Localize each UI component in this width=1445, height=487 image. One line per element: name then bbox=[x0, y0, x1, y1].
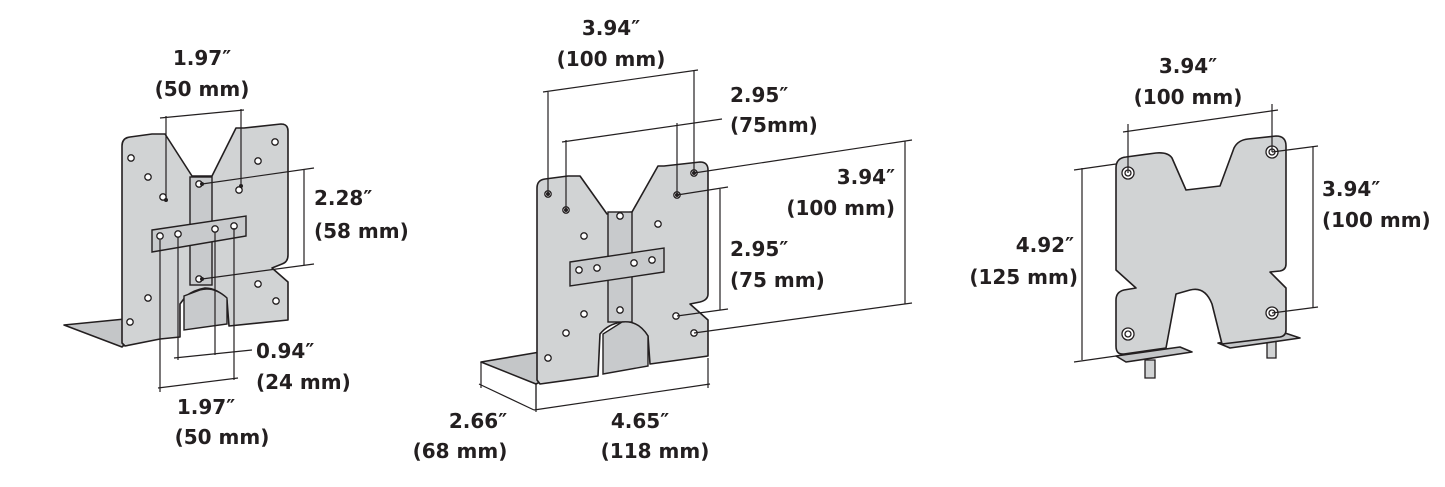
middle-bracket: 3.94″ (100 mm) 2.95″ (75mm) 3.94″ (100 m… bbox=[413, 16, 913, 463]
right-height-mm: (125 mm) bbox=[969, 265, 1078, 289]
middle-depth-in: 2.66″ bbox=[449, 409, 507, 433]
middle-inner-height-mm: (75 mm) bbox=[730, 268, 825, 292]
middle-inner-width-in: 2.95″ bbox=[730, 83, 788, 107]
right-bracket-plate bbox=[1115, 135, 1287, 355]
right-width-mm: (100 mm) bbox=[1134, 85, 1243, 109]
middle-bracket-slot bbox=[602, 321, 649, 375]
right-width-in: 3.94″ bbox=[1159, 54, 1217, 78]
left-bottom-width-mm: (50 mm) bbox=[175, 425, 270, 449]
left-height-in: 2.28″ bbox=[314, 186, 372, 210]
right-bracket-shelf-left bbox=[1115, 346, 1193, 363]
left-height-mm: (58 mm) bbox=[314, 219, 409, 243]
right-height-in: 4.92″ bbox=[1016, 233, 1074, 257]
middle-outer-width-mm: (100 mm) bbox=[557, 47, 666, 71]
left-bracket-slot bbox=[183, 288, 228, 331]
left-top-width-in: 1.97″ bbox=[173, 46, 231, 70]
middle-outer-height-mm: (100 mm) bbox=[786, 196, 895, 220]
left-bottom-width-in: 1.97″ bbox=[177, 395, 235, 419]
right-hole-height-mm: (100 mm) bbox=[1322, 208, 1431, 232]
left-bracket-dimension-lines bbox=[157, 109, 315, 392]
middle-base-width-in: 4.65″ bbox=[611, 409, 669, 433]
left-bracket: 1.97″ (50 mm) 2.28″ (58 mm) 0.94″ (24 mm… bbox=[63, 46, 409, 449]
middle-inner-width-mm: (75mm) bbox=[730, 113, 818, 137]
middle-bracket-shelf bbox=[480, 351, 541, 385]
middle-inner-height-in: 2.95″ bbox=[730, 237, 788, 261]
middle-bracket-dimension-lines bbox=[478, 69, 913, 412]
middle-outer-height-in: 3.94″ bbox=[837, 165, 895, 189]
middle-outer-width-in: 3.94″ bbox=[582, 16, 640, 40]
left-bracket-crossbar bbox=[151, 215, 247, 253]
middle-bracket-dim-markers bbox=[546, 171, 696, 212]
right-bracket-dimension-lines bbox=[1073, 104, 1319, 363]
middle-base-width-mm: (118 mm) bbox=[601, 439, 710, 463]
left-bracket-dim-markers bbox=[164, 182, 243, 281]
right-bracket: 3.94″ (100 mm) 3.94″ (100 mm) 4.92″ (125… bbox=[969, 54, 1431, 379]
right-bracket-pin-left bbox=[1144, 359, 1156, 379]
left-bracket-shelf bbox=[63, 318, 126, 348]
middle-bracket-crossbar bbox=[569, 247, 665, 287]
left-inner-width-mm: (24 mm) bbox=[256, 370, 351, 394]
left-bracket-holes bbox=[126, 138, 280, 326]
middle-depth-mm: (68 mm) bbox=[413, 439, 508, 463]
left-top-width-mm: (50 mm) bbox=[155, 77, 250, 101]
left-inner-width-in: 0.94″ bbox=[256, 339, 314, 363]
right-bracket-holes bbox=[1121, 145, 1279, 341]
right-hole-height-in: 3.94″ bbox=[1322, 177, 1380, 201]
